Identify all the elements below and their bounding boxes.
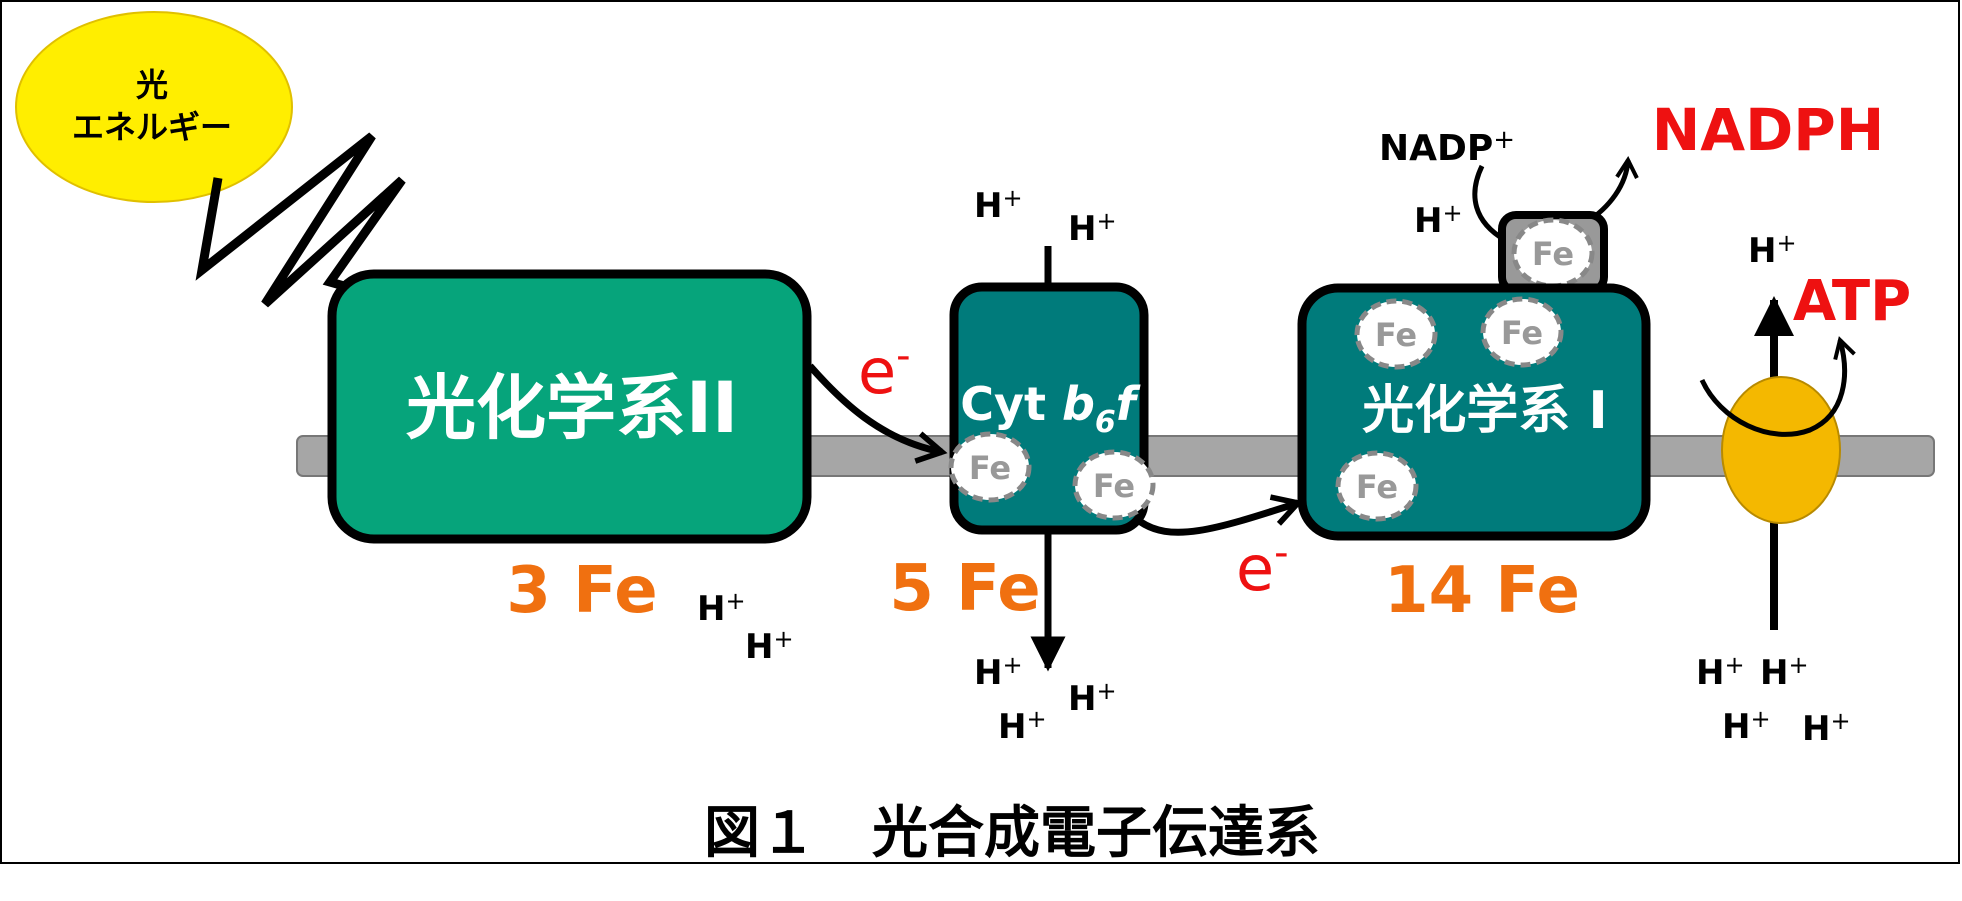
proton-label: H+: [1802, 707, 1851, 749]
proton-label: H+: [1068, 677, 1117, 719]
photosystem-ii-label: 光化学系II: [406, 367, 738, 449]
svg-text:Fe: Fe: [1501, 314, 1543, 352]
svg-text:Fe: Fe: [1375, 316, 1417, 354]
fe-cluster: Fe: [1335, 450, 1419, 522]
proton-label: H+: [1414, 199, 1463, 241]
proton-label: H+: [1760, 651, 1809, 693]
photosystem-i-label: 光化学系 I: [1362, 381, 1607, 441]
electron-label-2: e-: [1236, 530, 1289, 605]
light-energy-label-line1: 光: [136, 66, 168, 104]
cyt-fe-count: 5 Fe: [889, 552, 1040, 626]
proton-label: H+: [697, 587, 746, 629]
electron-arrow-1: [807, 363, 948, 464]
fe-cluster: Fe: [1354, 298, 1438, 370]
fe-cluster: Fe: [1072, 449, 1156, 521]
fe-cluster: Fe: [1511, 217, 1595, 289]
psii-fe-count: 3 Fe: [506, 554, 657, 628]
cytochrome-b6f-label: Cyt b6f: [960, 377, 1141, 440]
fe-cluster: Fe: [948, 431, 1032, 503]
psi-fe-count: 14 Fe: [1384, 554, 1580, 628]
electron-arrow-2: [1135, 494, 1304, 536]
nadph-label: NADPH: [1652, 96, 1885, 164]
proton-label: H+: [1748, 229, 1797, 271]
proton-label: H+: [1696, 651, 1745, 693]
proton-label: H+: [974, 651, 1023, 693]
light-energy-label-line2: エネルギー: [72, 108, 232, 146]
proton-label: H+: [1722, 705, 1771, 747]
proton-labels: H+ H+ H+ H+ H+ H+ H+ H+ H+ H+ H+ H+ H+: [697, 184, 1851, 749]
electron-label-1: e-: [858, 333, 911, 408]
proton-label: H+: [998, 705, 1047, 747]
figure-caption: 図１ 光合成電子伝達系: [704, 801, 1320, 866]
atp-label: ATP: [1793, 269, 1911, 334]
fe-cluster: Fe: [1480, 296, 1564, 368]
svg-text:Fe: Fe: [1356, 468, 1398, 506]
light-energy: 光 エネルギー: [15, 11, 293, 203]
light-energy-ellipse: [15, 11, 293, 203]
proton-label: H+: [745, 625, 794, 667]
svg-text:Fe: Fe: [1093, 467, 1135, 505]
proton-label: H+: [974, 184, 1023, 226]
lightning-arrow: [195, 132, 442, 325]
proton-label: H+: [1068, 207, 1117, 249]
photosystem-ii-box: [327, 269, 812, 544]
svg-text:Fe: Fe: [1532, 235, 1574, 273]
atp-curved-arrow: [1699, 336, 1856, 437]
svg-text:Fe: Fe: [969, 449, 1011, 487]
atp-synthase: [1721, 376, 1841, 524]
nadp-label: NADP+: [1379, 125, 1515, 169]
